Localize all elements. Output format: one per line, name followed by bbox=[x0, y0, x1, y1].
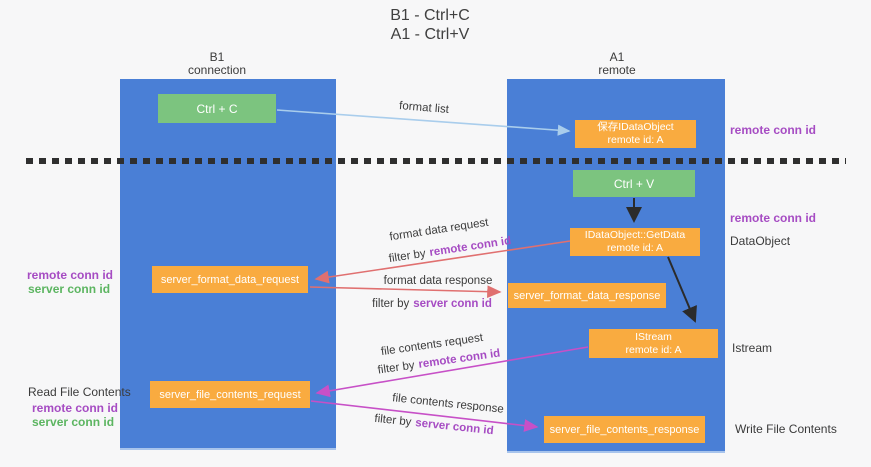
format-server-conn-id-label: server conn id bbox=[28, 282, 111, 296]
file-remote-conn-id-label: remote conn id bbox=[32, 401, 119, 415]
file-server-conn-id-label: server conn id bbox=[32, 415, 115, 429]
server-format-data-request-box: server_format_data_request bbox=[152, 266, 308, 293]
diagram-title: B1 - Ctrl+C A1 - Ctrl+V bbox=[390, 6, 470, 44]
istream-box: IStream remote id: A bbox=[589, 329, 718, 358]
file-contents-response-edge-label: file contents response bbox=[391, 392, 505, 416]
lifeline-b1-name: B1 bbox=[209, 50, 225, 64]
server-format-data-response-box: server_format_data_response bbox=[508, 283, 666, 308]
ctrl-v-label: Ctrl + V bbox=[613, 176, 655, 191]
format-list-edge-label: format list bbox=[398, 100, 450, 116]
save-remote-conn-id-label: remote conn id bbox=[730, 123, 817, 137]
dataobject-label: DataObject bbox=[730, 234, 791, 248]
title-line-a1: A1 - Ctrl+V bbox=[390, 26, 470, 43]
istream-side-label: Istream bbox=[732, 341, 773, 355]
ctrl-c-label: Ctrl + C bbox=[196, 101, 238, 116]
ctrl-v-box: Ctrl + V bbox=[573, 170, 695, 197]
getdata-line2: remote id: A bbox=[606, 242, 664, 254]
format-data-response-edge-label: format data response bbox=[383, 275, 493, 287]
save-idataobject-line2: remote id: A bbox=[607, 134, 664, 146]
server-file-contents-request-label: server_file_contents_request bbox=[159, 388, 301, 401]
lifeline-header-a1: A1 remote bbox=[598, 51, 635, 77]
server-file-contents-response-box: server_file_contents_response bbox=[544, 416, 705, 443]
getdata-remote-conn-id-label: remote conn id bbox=[730, 211, 817, 225]
lifeline-a1-role: remote bbox=[598, 63, 636, 77]
istream-line2: remote id: A bbox=[625, 343, 682, 356]
server-format-data-response-label: server_format_data_response bbox=[513, 289, 661, 302]
lifeline-b1-role: connection bbox=[187, 63, 247, 77]
format-data-response-arrow bbox=[309, 285, 502, 299]
idataobject-getdata-box: IDataObject::GetData remote id: A bbox=[570, 228, 700, 256]
lifeline-a1-name: A1 bbox=[609, 50, 625, 64]
ctrl-c-box: Ctrl + C bbox=[158, 94, 276, 123]
istream-line1: IStream bbox=[635, 330, 672, 343]
format-remote-conn-id-label: remote conn id bbox=[27, 268, 114, 282]
server-format-data-request-label: server_format_data_request bbox=[160, 273, 300, 286]
lifeline-header-b1: B1 connection bbox=[188, 51, 246, 77]
title-line-b1: B1 - Ctrl+C bbox=[390, 7, 470, 24]
getdata-line1: IDataObject::GetData bbox=[584, 229, 686, 241]
copy-paste-separator-line bbox=[26, 158, 846, 164]
save-idataobject-box: 保存IDataObject remote id: A bbox=[575, 120, 696, 148]
server-file-contents-response-label: server_file_contents_response bbox=[549, 423, 700, 436]
server-file-contents-request-box: server_file_contents_request bbox=[150, 381, 310, 408]
read-file-contents-label: Read File Contents bbox=[28, 385, 131, 399]
write-file-contents-label: Write File Contents bbox=[735, 422, 837, 436]
save-idataobject-line1: 保存IDataObject bbox=[597, 121, 674, 133]
